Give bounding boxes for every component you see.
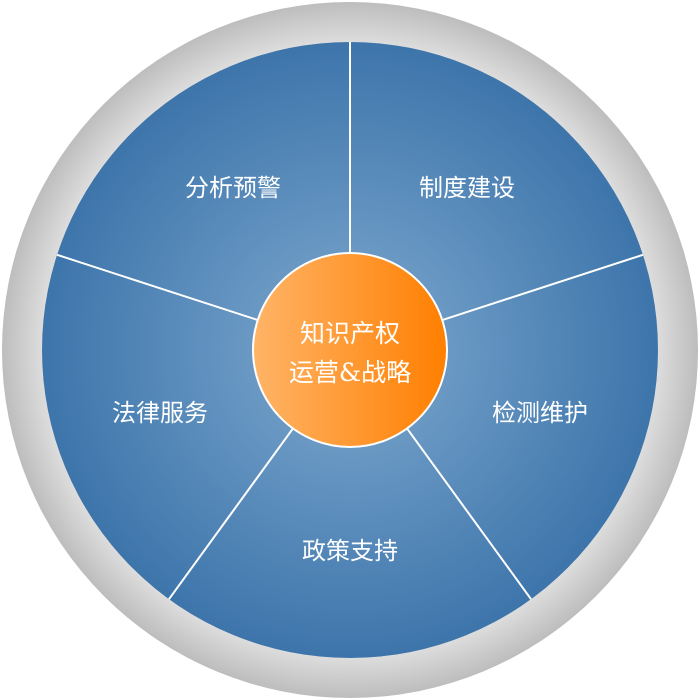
center-hub bbox=[252, 252, 448, 448]
segment-label-analysis: 分析预警 bbox=[185, 174, 281, 202]
segment-label-legal: 法律服务 bbox=[112, 399, 208, 427]
center-label-line1: 知识产权 bbox=[300, 319, 400, 348]
divider-line bbox=[56, 253, 259, 321]
segment-label-system: 制度建设 bbox=[419, 174, 515, 202]
segment-dividers bbox=[56, 42, 644, 600]
segment-label-policy: 政策支持 bbox=[302, 537, 398, 565]
divider-line bbox=[406, 427, 532, 600]
divider-line bbox=[168, 427, 294, 600]
divider-line bbox=[441, 253, 644, 321]
segment-label-monitoring: 检测维护 bbox=[492, 399, 588, 427]
center-label-line2: 运营&战略 bbox=[289, 358, 411, 387]
